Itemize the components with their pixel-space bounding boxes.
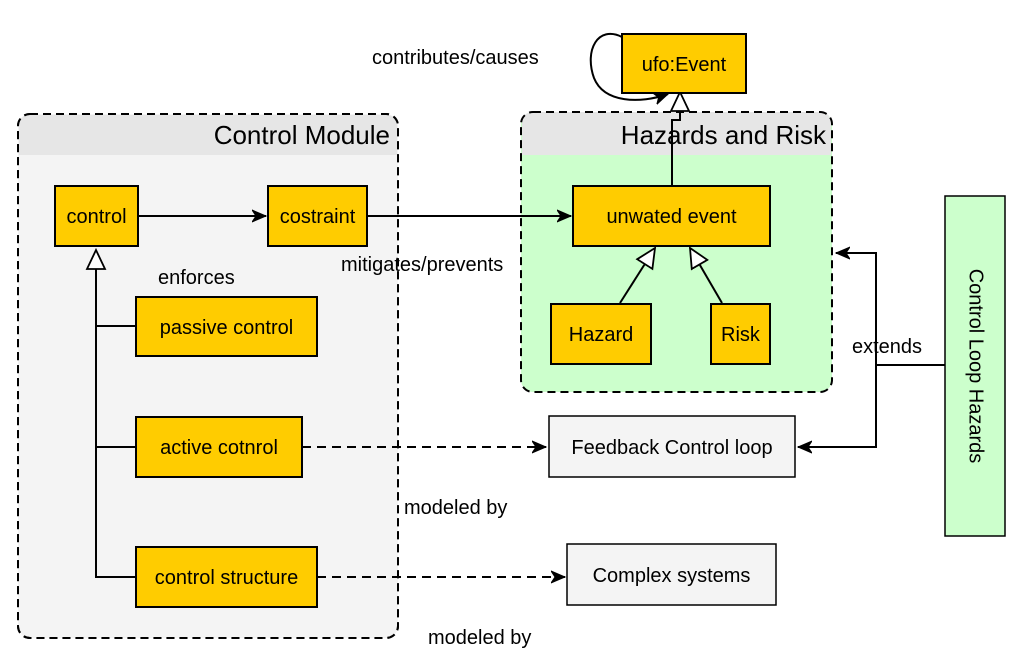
label-mitigates-prevents: mitigates/prevents [341,254,503,276]
label-enforces: enforces [158,267,235,289]
label-extends: extends [852,336,922,358]
edge-ufo-event-self-loop [589,32,668,100]
edges [95,32,945,578]
edge-extends-to-hazards [836,253,877,365]
edge-hazard-to-unwated-event [619,248,655,304]
node-costraint[interactable]: costraint [267,185,368,247]
node-complex-systems-label: Complex systems [593,565,751,587]
node-ufo-event[interactable]: ufo:Event [621,33,747,94]
hazards-risk-header [522,112,831,155]
node-risk[interactable]: Risk [710,303,771,365]
node-control[interactable]: control [54,185,139,247]
node-complex-systems[interactable]: Complex systems [566,543,777,606]
node-control-structure-label: control structure [155,567,298,589]
edge-extends-to-feedback-loop [798,365,877,447]
node-active-control[interactable]: active cotnrol [135,416,303,478]
node-active-control-label: active cotnrol [160,437,278,459]
node-hazard-label: Hazard [569,324,633,346]
node-passive-control[interactable]: passive control [135,296,318,357]
edge-unwated-event-to-ufo-event [672,92,680,186]
label-modeled-by-2: modeled by [428,627,531,649]
node-costraint-label: costraint [280,206,356,228]
node-hazard[interactable]: Hazard [550,303,652,365]
node-feedback-loop-label: Feedback Control loop [571,437,772,459]
node-passive-control-label: passive control [160,317,293,339]
edge-control-structure-to-control [95,430,136,578]
node-feedback-loop[interactable]: Feedback Control loop [548,415,796,478]
control-module-title: Control Module [214,120,390,150]
control-module-header [19,115,397,155]
edge-risk-to-unwated-event [690,248,723,304]
label-modeled-by-1: modeled by [404,497,507,519]
node-ufo-event-label: ufo:Event [642,54,727,76]
node-control-loop-hazards[interactable]: Control Loop Hazards [944,195,1006,537]
node-control-structure[interactable]: control structure [135,546,318,608]
node-risk-label: Risk [721,324,761,346]
hazards-risk-title: Hazards and Risk [621,120,827,150]
node-control-loop-hazards-label: Control Loop Hazards [965,269,987,464]
node-control-label: control [66,206,126,228]
node-unwated-event[interactable]: unwated event [572,185,771,247]
label-contributes-causes: contributes/causes [372,47,539,69]
node-unwated-event-label: unwated event [606,206,737,228]
